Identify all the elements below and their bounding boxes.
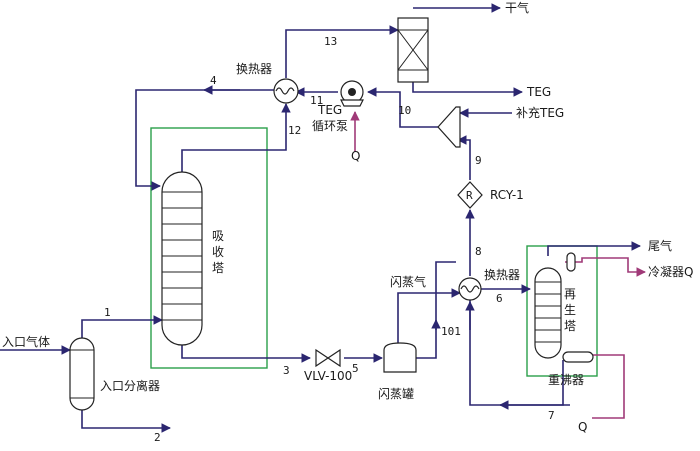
teg-pump-label-1: TEG [317,103,342,117]
absorber-column [161,171,203,346]
absorber-label-2: 收 [212,245,224,259]
stream-label-3: 3 [283,364,290,377]
stream-label-13: 13 [324,35,337,48]
stream-label-101: 101 [441,325,461,338]
stream-101-line [416,261,456,359]
condenser [566,252,576,272]
flash-drum [383,342,417,373]
regenerator-label-1: 再 [564,287,576,301]
tail-gas-line [547,241,641,256]
teg-pump [340,80,364,107]
top-hx-label: 换热器 [236,62,272,76]
inlet-gas-label: 入口气体 [2,334,50,349]
recycle-r-glyph: R [466,189,473,202]
regenerator-label-3: 塔 [564,319,576,333]
top-heat-exchanger [273,78,299,104]
teg-out-label: TEG [526,85,551,99]
valve-vlv-100 [315,348,341,368]
teg-mixer [437,106,461,148]
reboiler-q-label: Q [578,420,587,434]
stream-13-line [285,25,399,78]
flash-drum-label: 闪蒸罐 [378,387,414,401]
regenerator-column [534,267,562,359]
stream-12-line [181,103,291,172]
recycle-block: R [457,181,483,209]
stream-1-line [81,315,163,338]
reboiler [562,351,594,363]
stream-label-12: 12 [288,124,301,137]
condenser-q-label: 冷凝器Q [648,264,693,279]
reboiler-label: 重沸器 [548,373,584,387]
stream-10-line [367,87,438,128]
reboiler-q-line [592,354,625,419]
flash-gas-line [397,288,461,343]
stream-3-line [181,345,311,363]
stream-label-6: 6 [496,292,503,305]
stream-9-line [457,135,471,180]
stream-label-4: 4 [210,74,217,87]
stream-label-2: 2 [154,431,161,444]
stream-4-line [135,89,274,191]
stream-label-1: 1 [104,306,111,319]
teg-out-line [412,82,523,97]
absorber-label-1: 吸 [212,229,224,243]
flash-gas-label: 闪蒸气 [390,274,426,289]
valve-label: VLV-100 [304,369,352,383]
inlet-separator [69,337,95,411]
condenser-q-line [565,257,646,277]
stream-label-8: 8 [475,245,482,258]
stream-label-10: 10 [398,104,411,117]
stream-2-line [81,410,171,433]
teg-pump-label-2: 循环泵 [312,119,348,133]
inlet-separator-label: 入口分离器 [100,378,160,393]
rcy-label: RCY-1 [490,188,524,202]
pump-q-label: Q [351,149,360,163]
stream-label-11: 11 [310,94,323,107]
stream-label-9: 9 [475,154,482,167]
absorber-boundary [150,127,268,369]
stream-label-5: 5 [352,362,359,375]
tail-gas-label: 尾气 [648,238,672,253]
mid-hx-label: 换热器 [484,268,520,282]
dry-gas-label: 干气 [505,0,529,15]
absorber-label-3: 塔 [212,261,224,275]
mid-heat-exchanger [458,277,482,301]
glycol-gas-exchanger [397,17,429,83]
stream-label-7: 7 [548,409,555,422]
regenerator-label-2: 生 [564,303,576,317]
makeup-teg-label: 补充TEG [516,105,564,120]
